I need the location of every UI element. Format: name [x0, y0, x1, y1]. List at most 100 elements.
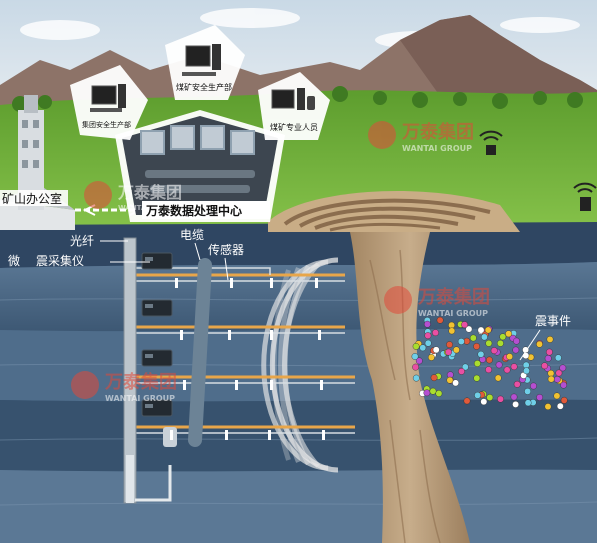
event-dot	[419, 344, 427, 352]
event-dot	[559, 364, 567, 372]
watermark-1: 万泰集团 WANTAI GROUP	[84, 181, 182, 212]
event-dot	[556, 402, 564, 410]
sensor-tick	[228, 330, 231, 340]
sensor-tick	[235, 380, 238, 390]
event-dot	[473, 374, 481, 382]
event-dot	[553, 392, 561, 400]
event-dot	[477, 350, 485, 358]
event-dot	[560, 381, 567, 389]
event-dot	[485, 356, 493, 364]
collectors	[141, 252, 173, 417]
event-dot	[506, 353, 513, 360]
event-dot	[494, 374, 502, 382]
event-dot	[457, 338, 465, 345]
label-fiber: 光纤	[70, 234, 94, 248]
seismic-waves	[261, 257, 339, 473]
event-dot	[445, 348, 452, 356]
seismic-events	[411, 316, 568, 410]
event-dot	[512, 346, 520, 354]
event-dot	[412, 374, 420, 382]
collector-box	[141, 399, 173, 417]
stratum-layer-5	[0, 469, 597, 543]
svg-text:WANTAI GROUP: WANTAI GROUP	[402, 144, 472, 153]
event-dot	[560, 396, 568, 404]
sensor-tick	[315, 278, 318, 288]
leader-lines	[100, 240, 541, 361]
intrusion-texture	[369, 249, 441, 543]
event-dot	[554, 354, 562, 362]
svg-text:万泰集团: 万泰集团	[104, 371, 177, 393]
event-dot	[473, 342, 480, 350]
label-mine-office: 矿山办公室	[2, 191, 62, 206]
label-data-center: 万泰数据处理中心	[145, 203, 242, 218]
cable-tube	[188, 258, 212, 447]
wave-arc	[282, 264, 311, 466]
wireless-device-1	[479, 130, 503, 155]
mine-office-building	[0, 95, 75, 230]
event-dot	[474, 391, 481, 399]
event-dot	[469, 334, 477, 342]
event-dot	[429, 387, 437, 395]
sensor-tick	[268, 430, 271, 440]
event-dot	[486, 394, 494, 401]
event-dot	[423, 389, 431, 397]
label-terminal-coal-mine: 煤矿安全生产部	[176, 82, 232, 92]
wave-arc	[261, 259, 329, 471]
sensor-tick	[270, 278, 273, 288]
event-dot	[522, 361, 530, 369]
event-dot	[432, 329, 439, 337]
svg-text:万泰集团: 万泰集团	[417, 286, 490, 308]
event-dot	[512, 400, 519, 408]
event-dot	[546, 335, 554, 343]
event-dot	[485, 366, 492, 374]
event-dot	[485, 339, 493, 347]
event-dot	[458, 367, 465, 375]
event-dot	[430, 374, 438, 382]
event-dot	[513, 337, 520, 345]
event-dot	[522, 352, 530, 359]
event-dot	[524, 399, 532, 407]
event-dot	[473, 360, 481, 367]
event-dot	[544, 354, 552, 362]
event-dot	[524, 387, 531, 395]
event-dot	[496, 339, 504, 347]
terminal-group	[70, 65, 148, 140]
svg-text:万泰集团: 万泰集团	[401, 121, 474, 143]
watermark-2: 万泰集团 WANTAI GROUP	[368, 121, 474, 153]
sensor-tick	[322, 430, 325, 440]
borehole-hook	[135, 465, 172, 502]
watermark-4: 万泰集团 WANTAI GROUP	[71, 371, 177, 403]
event-dot	[555, 369, 563, 377]
sensor-tick	[320, 380, 323, 390]
sensors	[170, 278, 325, 440]
event-dot	[484, 326, 492, 334]
label-micro: 微	[8, 254, 20, 268]
event-dot	[541, 362, 548, 370]
event-dot	[546, 348, 553, 356]
wave-arc	[282, 262, 321, 468]
collector-box	[141, 299, 173, 317]
collector-box	[141, 349, 173, 367]
collector-port	[145, 404, 153, 408]
event-dot	[436, 316, 444, 324]
event-dot	[412, 363, 419, 371]
event-dot	[452, 379, 459, 387]
fiber-drop	[130, 267, 271, 275]
wireless-device-2	[573, 182, 597, 211]
event-dot	[523, 367, 530, 375]
event-dot	[411, 353, 419, 360]
geologic-fold	[268, 190, 520, 232]
event-dot	[505, 330, 512, 338]
event-dot	[463, 397, 471, 405]
event-dot	[412, 342, 420, 350]
event-dot	[415, 357, 423, 365]
event-dot	[424, 339, 432, 347]
sensor-tick	[180, 330, 183, 340]
event-dot	[461, 321, 468, 329]
svg-text:WANTAI GROUP: WANTAI GROUP	[418, 309, 488, 318]
event-dot	[547, 375, 555, 383]
svg-text:WANTAI GROUP: WANTAI GROUP	[118, 204, 179, 212]
label-terminal-group: 集团安全生产部	[82, 120, 131, 129]
collector-port	[145, 304, 153, 308]
